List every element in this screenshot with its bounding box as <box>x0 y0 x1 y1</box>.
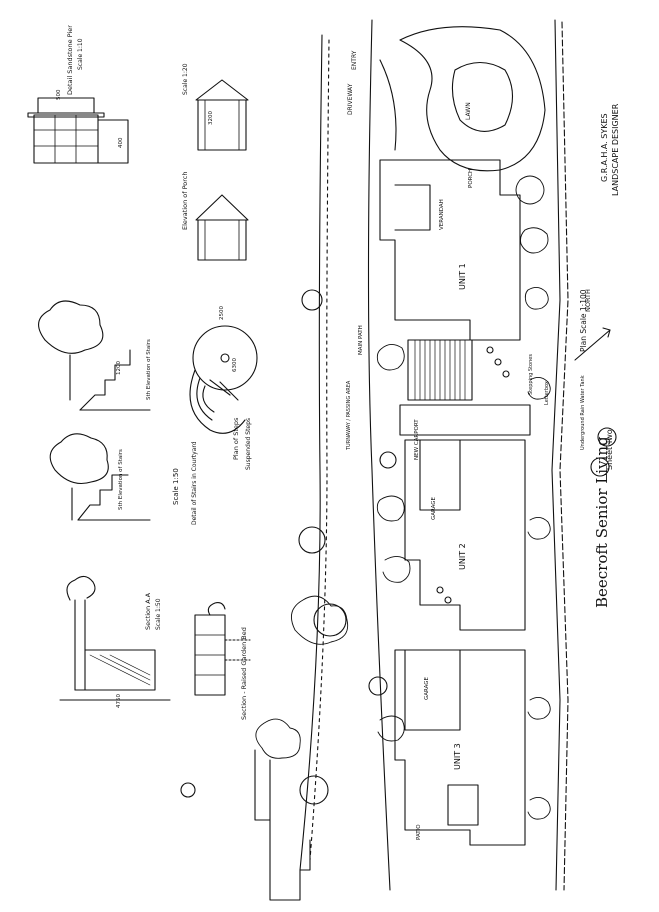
verandah-label: VERANDAH <box>439 199 445 230</box>
unit-3-porch <box>447 784 479 826</box>
feature-tree <box>255 595 349 759</box>
lawn-inner <box>451 61 514 132</box>
lawn-bed-curve <box>399 26 546 172</box>
dim-500: 500 <box>56 89 62 100</box>
south-wall-return <box>254 749 271 821</box>
letterbox-label: Letterbox <box>544 381 550 405</box>
porch-elevation-scale: Scale 1:20 <box>182 63 189 95</box>
carport-outline <box>399 404 531 436</box>
south-stepped-wall <box>269 759 311 901</box>
entry-label: ENTRY <box>351 50 358 70</box>
sheet-label: Sheet Two <box>605 429 614 470</box>
driveway-label: DRIVEWAY <box>347 83 354 115</box>
detail-labels: Detail Sandstone Pier Scale 1:10 Elevati… <box>56 25 252 720</box>
steps-plan-sub: Suspended Steps <box>245 418 252 470</box>
stairs-detail: Detail of Stairs in Courtyard <box>191 441 198 525</box>
pier-detail-scale: Scale 1:10 <box>77 38 84 70</box>
unit-2-outline <box>404 439 526 631</box>
east-boundary-fence <box>559 21 569 891</box>
section-aa-scale: Scale 1:50 <box>155 598 162 630</box>
stairs-elevation-1: Sth Elevation of Stairs <box>146 339 152 400</box>
turnaway-label: TURNAWAY / PASSING AREA <box>346 380 352 451</box>
dim-3200: 3200 <box>208 111 214 125</box>
garage-2-label: GARAGE <box>424 676 430 700</box>
unit-3-label: UNIT 3 <box>453 743 462 770</box>
driveway-edge-east <box>367 19 391 891</box>
unit-1-outline <box>379 159 521 341</box>
stepping-stones-label: Stepping Stones <box>528 354 534 395</box>
dim-2500: 2500 <box>219 306 225 320</box>
plan-of-steps <box>189 325 258 434</box>
dim-400: 400 <box>118 137 124 148</box>
north-arrow <box>574 327 611 361</box>
section-raised-bed <box>194 602 251 696</box>
planting-masses <box>376 175 551 820</box>
verandah-outline <box>407 339 473 401</box>
dim-4750: 4750 <box>116 694 122 708</box>
section-aa <box>59 575 171 701</box>
section-aa-title: Section A.A <box>144 592 152 630</box>
steps-plan-title: Plan of Steps <box>232 417 240 460</box>
designer-role: LANDSCAPE DESIGNER <box>611 103 620 196</box>
unit-3-garage <box>404 649 461 731</box>
detail-marker <box>180 782 196 798</box>
project-title: Beecroft Senior Living <box>593 436 611 608</box>
unit-3-outline <box>394 649 526 846</box>
lawn-label: LAWN <box>465 102 472 120</box>
dim-6300: 6300 <box>232 358 238 372</box>
unit-1-label: UNIT 1 <box>458 263 467 290</box>
main-path-label: MAIN PATH <box>358 325 364 355</box>
stairs-elevation-detail <box>38 300 151 521</box>
east-boundary <box>551 19 561 891</box>
carport-label: NEW CARPORT <box>414 419 420 460</box>
verandah-hatching <box>414 339 466 401</box>
steps-scale: Scale 1:50 <box>172 468 180 505</box>
site-labels: UNIT 1 UNIT 2 UNIT 3 VERANDAH NEW CARPOR… <box>346 50 586 840</box>
plan-scale: Plan Scale 1:100 <box>579 289 588 352</box>
section-marker-a <box>597 427 617 447</box>
patio-label: PATIO <box>416 824 422 840</box>
rain-tank-label: Underground Rain Water Tank <box>580 375 586 450</box>
unit-2-garage <box>419 439 461 511</box>
path-curve <box>379 59 397 151</box>
designer-name: G.R.A.H.A. SYKES <box>600 113 609 182</box>
unit-1-verandah-wall <box>394 184 431 231</box>
pier-detail-title: Detail Sandstone Pier <box>66 25 74 95</box>
sheet-title-block: Beecroft Senior Living G.R.A.H.A. SYKES … <box>579 103 620 608</box>
stepping-stones <box>436 346 510 604</box>
driveway-trees <box>298 289 397 805</box>
driveway-centerline <box>309 39 330 861</box>
driveway-edge-west <box>299 34 323 871</box>
section-bed-title: Section - Raised Garden Bed <box>240 627 248 720</box>
porch-elevation-title: Elevation of Porch <box>181 172 189 230</box>
porch-label: PORCH <box>468 169 474 188</box>
section-marker-b <box>590 457 610 477</box>
pier-detail <box>27 97 129 164</box>
dim-1200: 1200 <box>116 361 122 375</box>
unit-2-label: UNIT 2 <box>458 543 467 570</box>
site-plan <box>254 19 569 901</box>
porch-elevation <box>195 79 249 261</box>
stairs-elevation-2: Sth Elevation of Stairs <box>118 449 124 510</box>
garage-1-label: GARAGE <box>431 496 437 520</box>
north-label: NORTH <box>584 289 592 312</box>
